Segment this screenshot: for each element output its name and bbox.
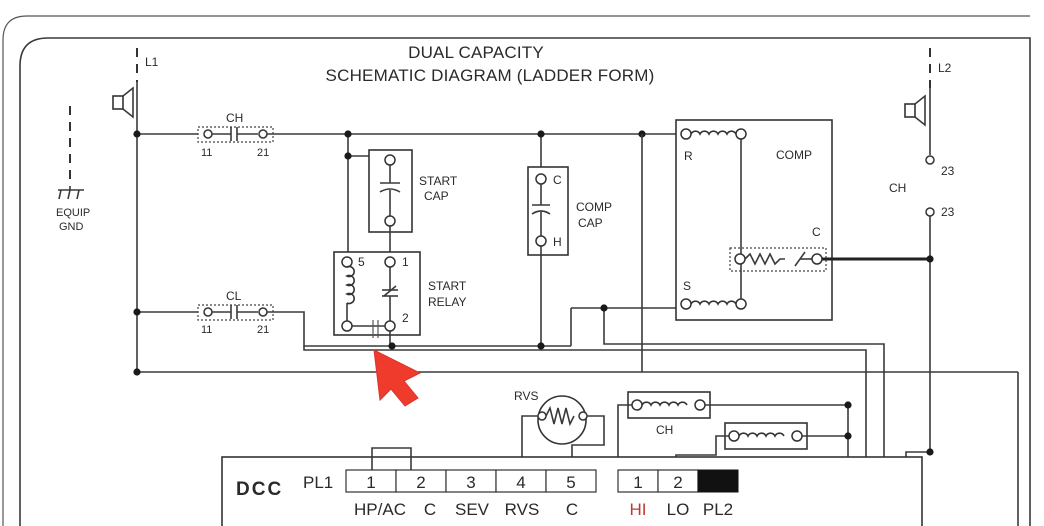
comp-cap-label-2: CAP xyxy=(578,216,603,230)
pl1-connector: 1 2 3 4 5 HP/AC C SEV RVS C xyxy=(345,469,597,519)
rvs-solenoid xyxy=(537,395,588,445)
ch-coil xyxy=(627,391,711,419)
coil-ch-label: CH xyxy=(656,423,673,437)
pl1-pin: 3 xyxy=(466,473,475,492)
diagram-title-line2: SCHEMATIC DIAGRAM (LADDER FORM) xyxy=(326,66,655,85)
rvs-label: RVS xyxy=(514,389,538,403)
equip-gnd-label-2: GND xyxy=(59,221,84,233)
start-relay-label-2: RELAY xyxy=(428,295,466,309)
wire-chcoil-hi xyxy=(617,404,632,470)
pl1-pin: 1 xyxy=(366,473,375,492)
start-cap-label-1: START xyxy=(419,174,458,188)
pl1-name: RVS xyxy=(505,500,540,519)
comp-cap-term-h: H xyxy=(553,235,562,249)
start-cap-label-2: CAP xyxy=(424,189,449,203)
diagram-title-line1: DUAL CAPACITY xyxy=(408,43,544,62)
ch-term-23a xyxy=(925,155,935,165)
comp-cap-term-c: C xyxy=(553,173,562,187)
l2-label: L2 xyxy=(938,61,952,75)
pl1-name: HP/AC xyxy=(354,500,406,519)
comp-term-s: S xyxy=(683,279,691,293)
relay-term-5: 5 xyxy=(358,255,365,269)
right-23b: 23 xyxy=(941,205,955,219)
wire-cl-out xyxy=(267,311,390,347)
pl2-name-lo: LO xyxy=(667,500,690,519)
comp-term-c: C xyxy=(812,225,821,239)
pl2-label: PL2 xyxy=(703,500,733,519)
pl1-pin: 4 xyxy=(516,473,525,492)
l1-disconnect-icon xyxy=(112,82,138,119)
pl2-block xyxy=(697,469,739,493)
ch-contact-label: CH xyxy=(226,111,243,125)
pl1-label: PL1 xyxy=(303,473,333,492)
cl-coil xyxy=(724,422,808,450)
cl-contact-label: CL xyxy=(226,289,242,303)
comp-capacitor xyxy=(527,166,569,256)
ch-contact xyxy=(197,126,274,143)
cl-contact xyxy=(197,304,274,321)
start-relay-label-1: START xyxy=(428,279,467,293)
pl1-name: SEV xyxy=(455,500,490,519)
relay-term-1: 1 xyxy=(402,255,409,269)
ch-term-23b xyxy=(925,207,935,217)
pl1-jumper xyxy=(371,447,412,470)
pl1-name: C xyxy=(566,500,578,519)
wire-rvs-right xyxy=(571,415,605,470)
right-23a: 23 xyxy=(941,164,955,178)
pl1-pin: 5 xyxy=(566,473,575,492)
ground-icon xyxy=(58,186,84,200)
l1-label: L1 xyxy=(145,55,159,69)
start-capacitor xyxy=(368,149,413,233)
l2-disconnect-icon xyxy=(904,88,931,127)
wire-s-harness xyxy=(603,308,885,526)
pl2-pin: 2 xyxy=(673,473,682,492)
outer-frame xyxy=(2,15,1030,526)
pl2-connector: 1 2 HI LO PL2 xyxy=(617,469,739,519)
inner-frame xyxy=(19,37,1031,526)
pl1-cell xyxy=(545,469,597,493)
pl1-name: C xyxy=(424,500,436,519)
pl1-pin: 2 xyxy=(416,473,425,492)
pointer-arrow-icon xyxy=(373,349,422,407)
wire-rvs-left xyxy=(521,415,538,470)
equip-gnd-label-1: EQUIP xyxy=(56,207,90,219)
pl2-pin: 1 xyxy=(633,473,642,492)
ch-term-a: 11 xyxy=(201,147,212,159)
comp-term-r: R xyxy=(684,149,693,163)
right-ch-label: CH xyxy=(889,181,906,195)
dcc-label: DCC xyxy=(236,479,283,500)
cl-term-b: 21 xyxy=(257,324,269,336)
relay-term-2: 2 xyxy=(402,311,409,325)
cl-term-a: 11 xyxy=(201,324,212,336)
compressor xyxy=(675,119,833,321)
comp-label: COMP xyxy=(776,148,812,162)
pl2-name-hi: HI xyxy=(630,500,647,519)
ch-term-b: 21 xyxy=(257,147,269,159)
wire-cl-harness xyxy=(303,346,867,526)
comp-cap-label-1: COMP xyxy=(576,200,612,214)
start-relay xyxy=(333,251,421,338)
junction-dots xyxy=(133,130,934,456)
